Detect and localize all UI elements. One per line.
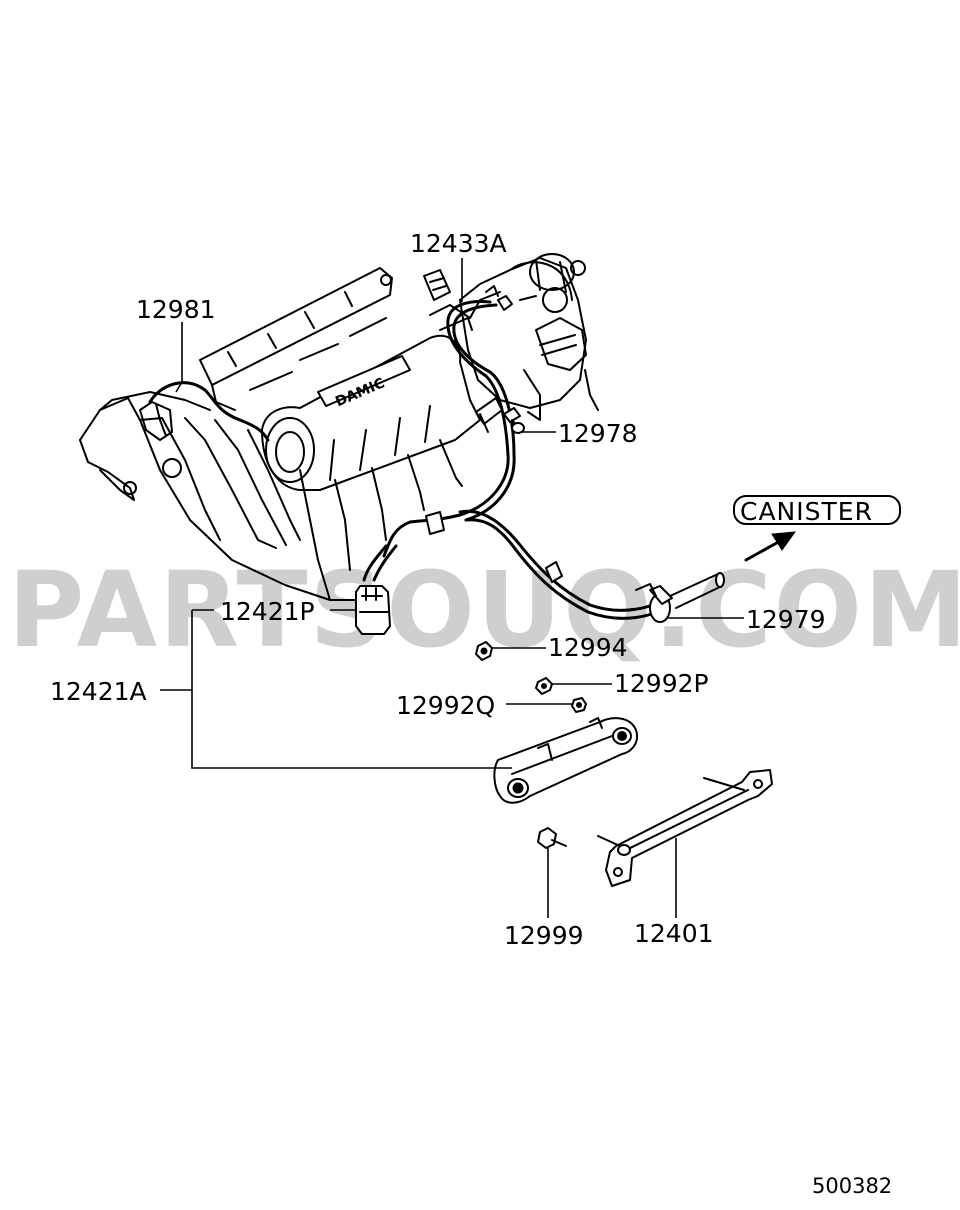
callout-12978: 12978	[558, 419, 638, 448]
canister-arrow	[744, 531, 797, 562]
callout-12999: 12999	[504, 921, 584, 950]
vacuum-hose	[362, 300, 516, 582]
callout-12981: 12981	[136, 295, 216, 324]
throttle-body	[423, 253, 599, 421]
callout-12979: 12979	[746, 605, 826, 634]
callout-12992p: 12992P	[614, 669, 709, 698]
fasteners	[475, 407, 587, 849]
canister-label: CANISTER	[740, 497, 873, 526]
mounting-bracket	[597, 769, 773, 887]
callout-12421p: 12421P	[220, 597, 315, 626]
callout-12994: 12994	[548, 633, 628, 662]
leader-lines	[160, 258, 744, 918]
callout-12401: 12401	[634, 919, 714, 948]
purge-solenoid	[355, 585, 391, 635]
canister-label-box	[733, 495, 901, 525]
callout-12421a: 12421A	[50, 677, 147, 706]
callout-12992q: 12992Q	[396, 691, 495, 720]
canister-hose	[458, 509, 725, 623]
callout-12433a: 12433A	[410, 229, 507, 258]
solenoid-bracket	[493, 717, 638, 804]
diagram-code: 500382	[812, 1174, 892, 1198]
intake-manifold: DAMIC	[79, 267, 501, 601]
